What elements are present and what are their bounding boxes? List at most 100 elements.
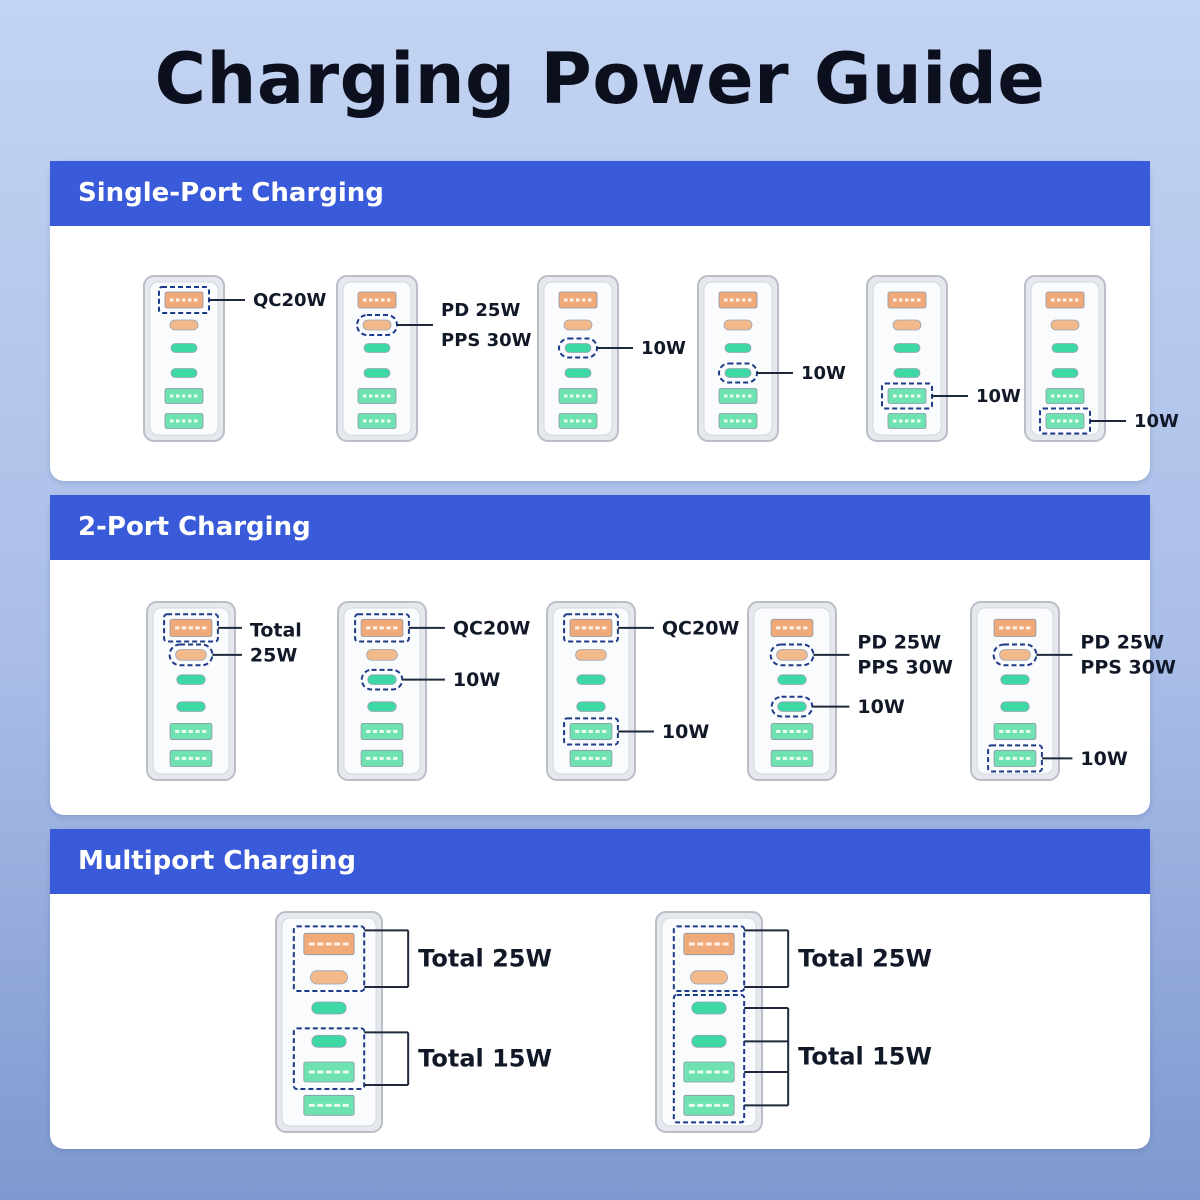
- s2-c1-usb-c-1-port-icon: [691, 1001, 727, 1015]
- s1-c3-usb-c-pd-port-icon: [776, 649, 808, 661]
- s2-c1-label-0: Total 25W: [798, 945, 932, 973]
- s1-c1-usb-a-1-pins-icon: [366, 729, 398, 733]
- s0-c0-usb-a-qc-pins-icon: [170, 298, 198, 302]
- s2-c0-label-1: Total 15W: [418, 1045, 552, 1073]
- s0-c0-label: QC20W: [253, 290, 327, 311]
- s0-c2-usb-c-2-port-icon: [564, 368, 592, 378]
- s1-c1-usb-c-1-port-icon: [367, 674, 397, 685]
- s1-c0-usb-a-1-pins-icon: [175, 729, 207, 733]
- s0-c2-usb-a-1-pins-icon: [564, 394, 592, 398]
- s2-c0-usb-a-2-pins-icon: [308, 1103, 349, 1107]
- s1-c2-usb-a-2-pins-icon: [575, 756, 607, 760]
- s1-c2-highlight-1: [563, 717, 619, 746]
- s1-c0-label-0: Total: [250, 619, 302, 641]
- s2-c1-group-1-box: [672, 994, 746, 1124]
- s0-c1-charger: [336, 275, 418, 442]
- s1-c4-label-0: PD 25W: [1080, 631, 1164, 653]
- s2-c0-label-0: Total 25W: [418, 945, 552, 973]
- s1-c2-label-0: QC20W: [662, 617, 740, 639]
- s0-c3-label: 10W: [801, 363, 846, 384]
- panel-header-two-port: 2-Port Charging: [50, 495, 1150, 560]
- s1-c0-highlight-1: [168, 643, 214, 667]
- s1-c4-usb-a-2-pins-icon: [999, 756, 1031, 760]
- s1-c3-usb-c-1-port-icon: [777, 674, 807, 685]
- s0-c4-usb-c-pd-port-icon: [892, 319, 922, 331]
- multiport-diagram: Total 25W Total 15W Total 25W Total 15W: [275, 911, 932, 1133]
- s0-c2-label: 10W: [641, 338, 686, 359]
- s1-c0-usb-a-qc-pins-icon: [175, 626, 207, 630]
- s2-c1-usb-a-1-pins-icon: [688, 1070, 729, 1074]
- s0-c4-usb-a-2-pins-icon: [893, 419, 921, 423]
- s2-c0-usb-c-1-port-icon: [311, 1001, 347, 1015]
- s0-c5-usb-a-qc-pins-icon: [1051, 298, 1079, 302]
- s0-c3-usb-a-qc-pins-icon: [724, 298, 752, 302]
- page-title: Charging Power Guide: [154, 38, 1046, 120]
- s0-c4-usb-a-qc-pins-icon: [893, 298, 921, 302]
- s1-c3-charger: [747, 601, 837, 781]
- s0-c0-charger: [143, 275, 225, 442]
- s1-c1-usb-c-pd-port-icon: [366, 649, 398, 661]
- s0-c0-usb-a-1-pins-icon: [170, 394, 198, 398]
- s0-c5-usb-c-2-port-icon: [1051, 368, 1079, 378]
- s0-c1-usb-a-1-pins-icon: [363, 394, 391, 398]
- s2-c1-group-0-box: [672, 925, 746, 992]
- s0-c3-usb-a-1-pins-icon: [724, 394, 752, 398]
- s0-c4-charger: [866, 275, 948, 442]
- s1-c2-usb-c-1-port-icon: [576, 674, 606, 685]
- s2-c1-label-1: Total 15W: [798, 1043, 932, 1071]
- s0-c3-usb-c-1-port-icon: [724, 343, 752, 353]
- s1-c4-usb-c-2-port-icon: [1000, 701, 1030, 712]
- s0-c3-charger: [697, 275, 779, 442]
- s2-c0-usb-c-2-port-icon: [311, 1034, 347, 1048]
- s0-c1-label-0: PD 25W: [441, 300, 520, 321]
- s0-c0-usb-c-pd-port-icon: [169, 319, 199, 331]
- s1-c0-usb-c-1-port-icon: [176, 674, 206, 685]
- s1-c1-label-0: QC20W: [453, 617, 531, 639]
- s1-c1-label-1: 10W: [453, 669, 500, 691]
- s1-c2-usb-a-1-pins-icon: [575, 729, 607, 733]
- s0-c5-charger: [1024, 275, 1106, 442]
- s2-c1-usb-a-2-pins-icon: [688, 1103, 729, 1107]
- s1-c4-usb-a-qc-pins-icon: [999, 626, 1031, 630]
- s1-c0-usb-c-pd-port-icon: [175, 649, 207, 661]
- s0-c5-label: 10W: [1134, 411, 1179, 432]
- s1-c0-label-1: 25W: [250, 644, 297, 666]
- s0-c5-usb-c-pd-port-icon: [1050, 319, 1080, 331]
- s1-c2-usb-c-2-port-icon: [576, 701, 606, 712]
- s1-c0-usb-a-2-pins-icon: [175, 756, 207, 760]
- s1-c1-usb-a-2-pins-icon: [366, 756, 398, 760]
- s0-c0-usb-c-2-port-icon: [170, 368, 198, 378]
- panel-two-port: 2-Port Charging Total 25W QC20W 10W QC20W 10W…: [50, 495, 1176, 815]
- s0-c4-usb-c-1-port-icon: [893, 343, 921, 353]
- s1-c3-usb-a-2-pins-icon: [776, 756, 808, 760]
- s1-c0-usb-c-2-port-icon: [176, 701, 206, 712]
- s2-c1-usb-c-2-port-icon: [691, 1034, 727, 1048]
- s0-c4-label: 10W: [976, 386, 1021, 407]
- s2-c0-group-0-box: [292, 925, 366, 992]
- s1-c3-label-0: PD 25W: [857, 631, 941, 653]
- panel-header-multiport: Multiport Charging: [50, 829, 1150, 894]
- s1-c4-label-2: 10W: [1080, 748, 1127, 770]
- s0-c0-usb-a-2-pins-icon: [170, 419, 198, 423]
- s1-c4-highlight-0: [992, 643, 1038, 667]
- s2-c0-group-1-box: [292, 1027, 366, 1090]
- s0-c2-usb-c-1-port-icon: [564, 343, 592, 353]
- s2-c0-charger: [275, 911, 383, 1133]
- s1-c4-usb-c-1-port-icon: [1000, 674, 1030, 685]
- s0-c2-usb-a-qc-pins-icon: [564, 298, 592, 302]
- s2-c0-usb-a-1-pins-icon: [308, 1070, 349, 1074]
- s2-c0-usb-a-qc-pins-icon: [308, 942, 349, 946]
- s0-c0-usb-c-1-port-icon: [170, 343, 198, 353]
- s0-c3-usb-c-2-port-icon: [724, 368, 752, 378]
- s1-c2-usb-a-qc-pins-icon: [575, 626, 607, 630]
- s1-c3-label-2: 10W: [857, 696, 904, 718]
- s2-c0-usb-c-pd-port-icon: [310, 970, 348, 985]
- s1-c2-label-1: 10W: [662, 721, 709, 743]
- s1-c4-charger: [970, 601, 1060, 781]
- s0-c1-usb-c-1-port-icon: [363, 343, 391, 353]
- s0-c2-usb-c-pd-port-icon: [563, 319, 593, 331]
